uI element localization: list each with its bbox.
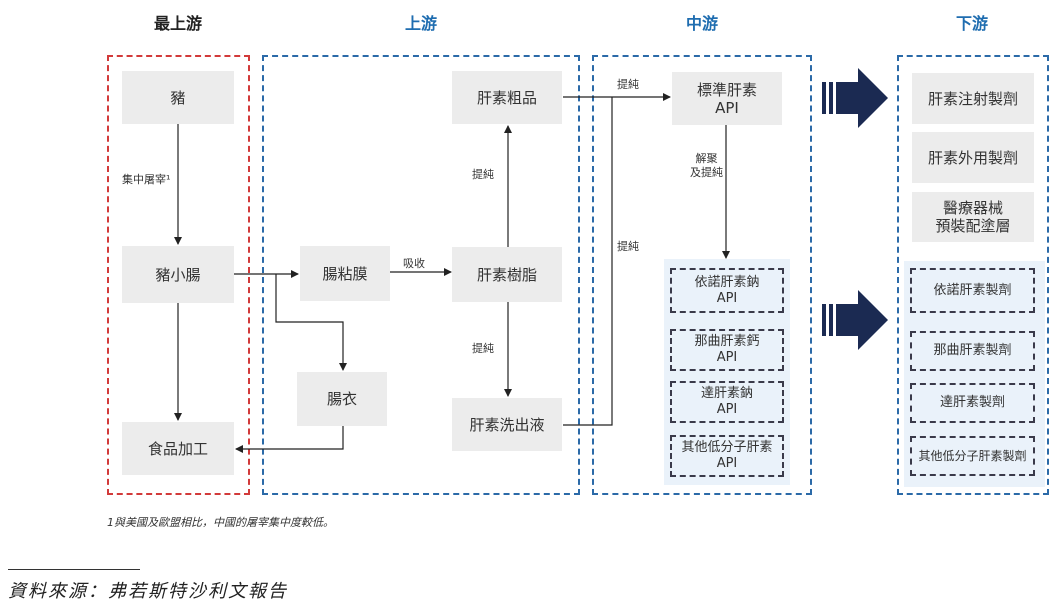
node-dalteparin-formulation: 達肝素製劑 [910,383,1035,423]
label-purify-eluate-to-api: 提純 [617,240,639,253]
node-heparin-resin: 肝素樹脂 [452,247,562,302]
zone-downstream [897,55,1049,495]
node-food-processing: 食品加工 [122,422,234,475]
node-other-lmwh-formulation: 其他低分子肝素製劑 [910,436,1035,476]
node-pig-intestine: 豬小腸 [122,246,234,303]
stage-transition-arrows [822,68,888,350]
panel-midstream-lmwh [664,259,790,485]
node-heparin-topical: 肝素外用製劑 [912,132,1034,183]
label-absorb: 吸收 [403,257,425,270]
label-purify-resin-to-crude: 提純 [472,168,494,181]
node-intestinal-mucosa: 腸粘膜 [300,246,390,301]
source-citation: 資料來源：弗若斯特沙利文報告 [8,581,288,602]
label-depolymerize-purify: 解聚 及提純 [690,152,723,179]
stage-header-midstream: 中游 [685,14,718,33]
node-other-lmwh-api: 其他低分子肝素 API [670,435,784,477]
node-nadroparin-formulation: 那曲肝素製劑 [910,331,1035,371]
node-medical-device-coating: 醫療器械 預裝配塗層 [912,192,1034,242]
label-purify-resin-to-eluate: 提純 [472,342,494,355]
node-heparin-eluate: 肝素洗出液 [452,398,562,451]
node-standard-heparin-api: 標準肝素 API [672,72,782,125]
node-nadroparin-calcium-api: 那曲肝素鈣 API [670,329,784,371]
stage-header-downstream: 下游 [955,14,988,33]
zone-upstream [262,55,580,495]
node-enoxaparin-formulation: 依諾肝素製劑 [910,268,1035,313]
stage-header-upstream: 上游 [404,14,437,33]
panel-downstream-lmwh [904,261,1045,487]
footnote: 1與美國及歐盟相比，中國的屠宰集中度較低。 [107,516,334,529]
source-divider [8,569,140,570]
label-centralized-slaughter: 集中屠宰¹ [122,173,171,186]
node-casing: 腸衣 [297,372,387,426]
node-heparin-injection: 肝素注射製劑 [912,73,1034,124]
node-enoxaparin-sodium-api: 依諾肝素鈉 API [670,268,784,313]
node-pig: 豬 [122,71,234,124]
stage-header-top-upstream: 最上游 [153,14,202,33]
node-dalteparin-sodium-api: 達肝素鈉 API [670,381,784,423]
label-purify-crude-to-api: 提純 [617,78,639,91]
zone-midstream [592,55,812,495]
node-heparin-crude: 肝素粗品 [452,71,562,124]
zone-top-upstream [107,55,250,495]
